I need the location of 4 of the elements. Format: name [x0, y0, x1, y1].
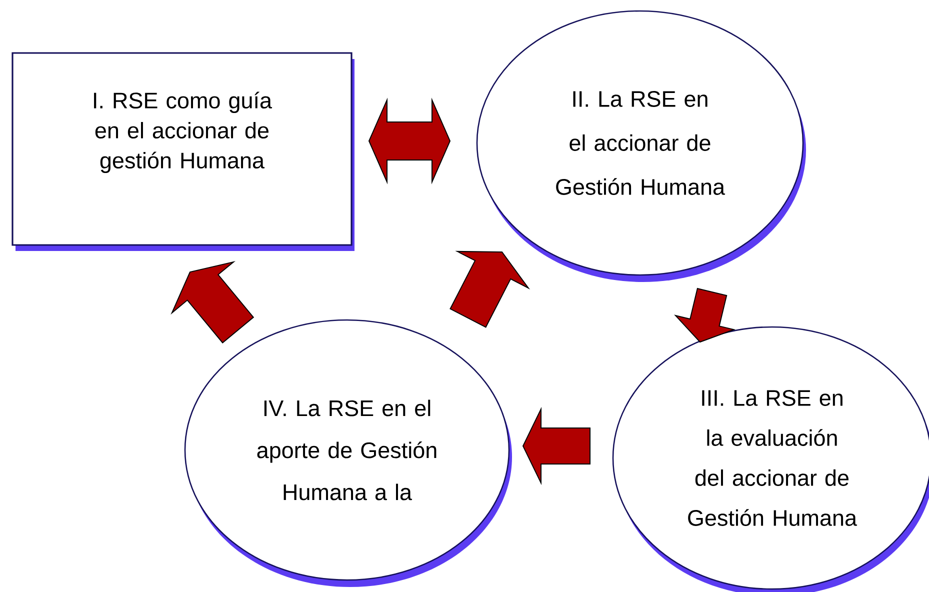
node-label: IV. La RSE en el aporte de Gestión Humana a la [257, 400, 436, 500]
block-arrow [522, 406, 590, 486]
process-box: I. RSE como guía en el accionar de gestión Humana [12, 52, 354, 251]
block-arrow [450, 250, 530, 328]
